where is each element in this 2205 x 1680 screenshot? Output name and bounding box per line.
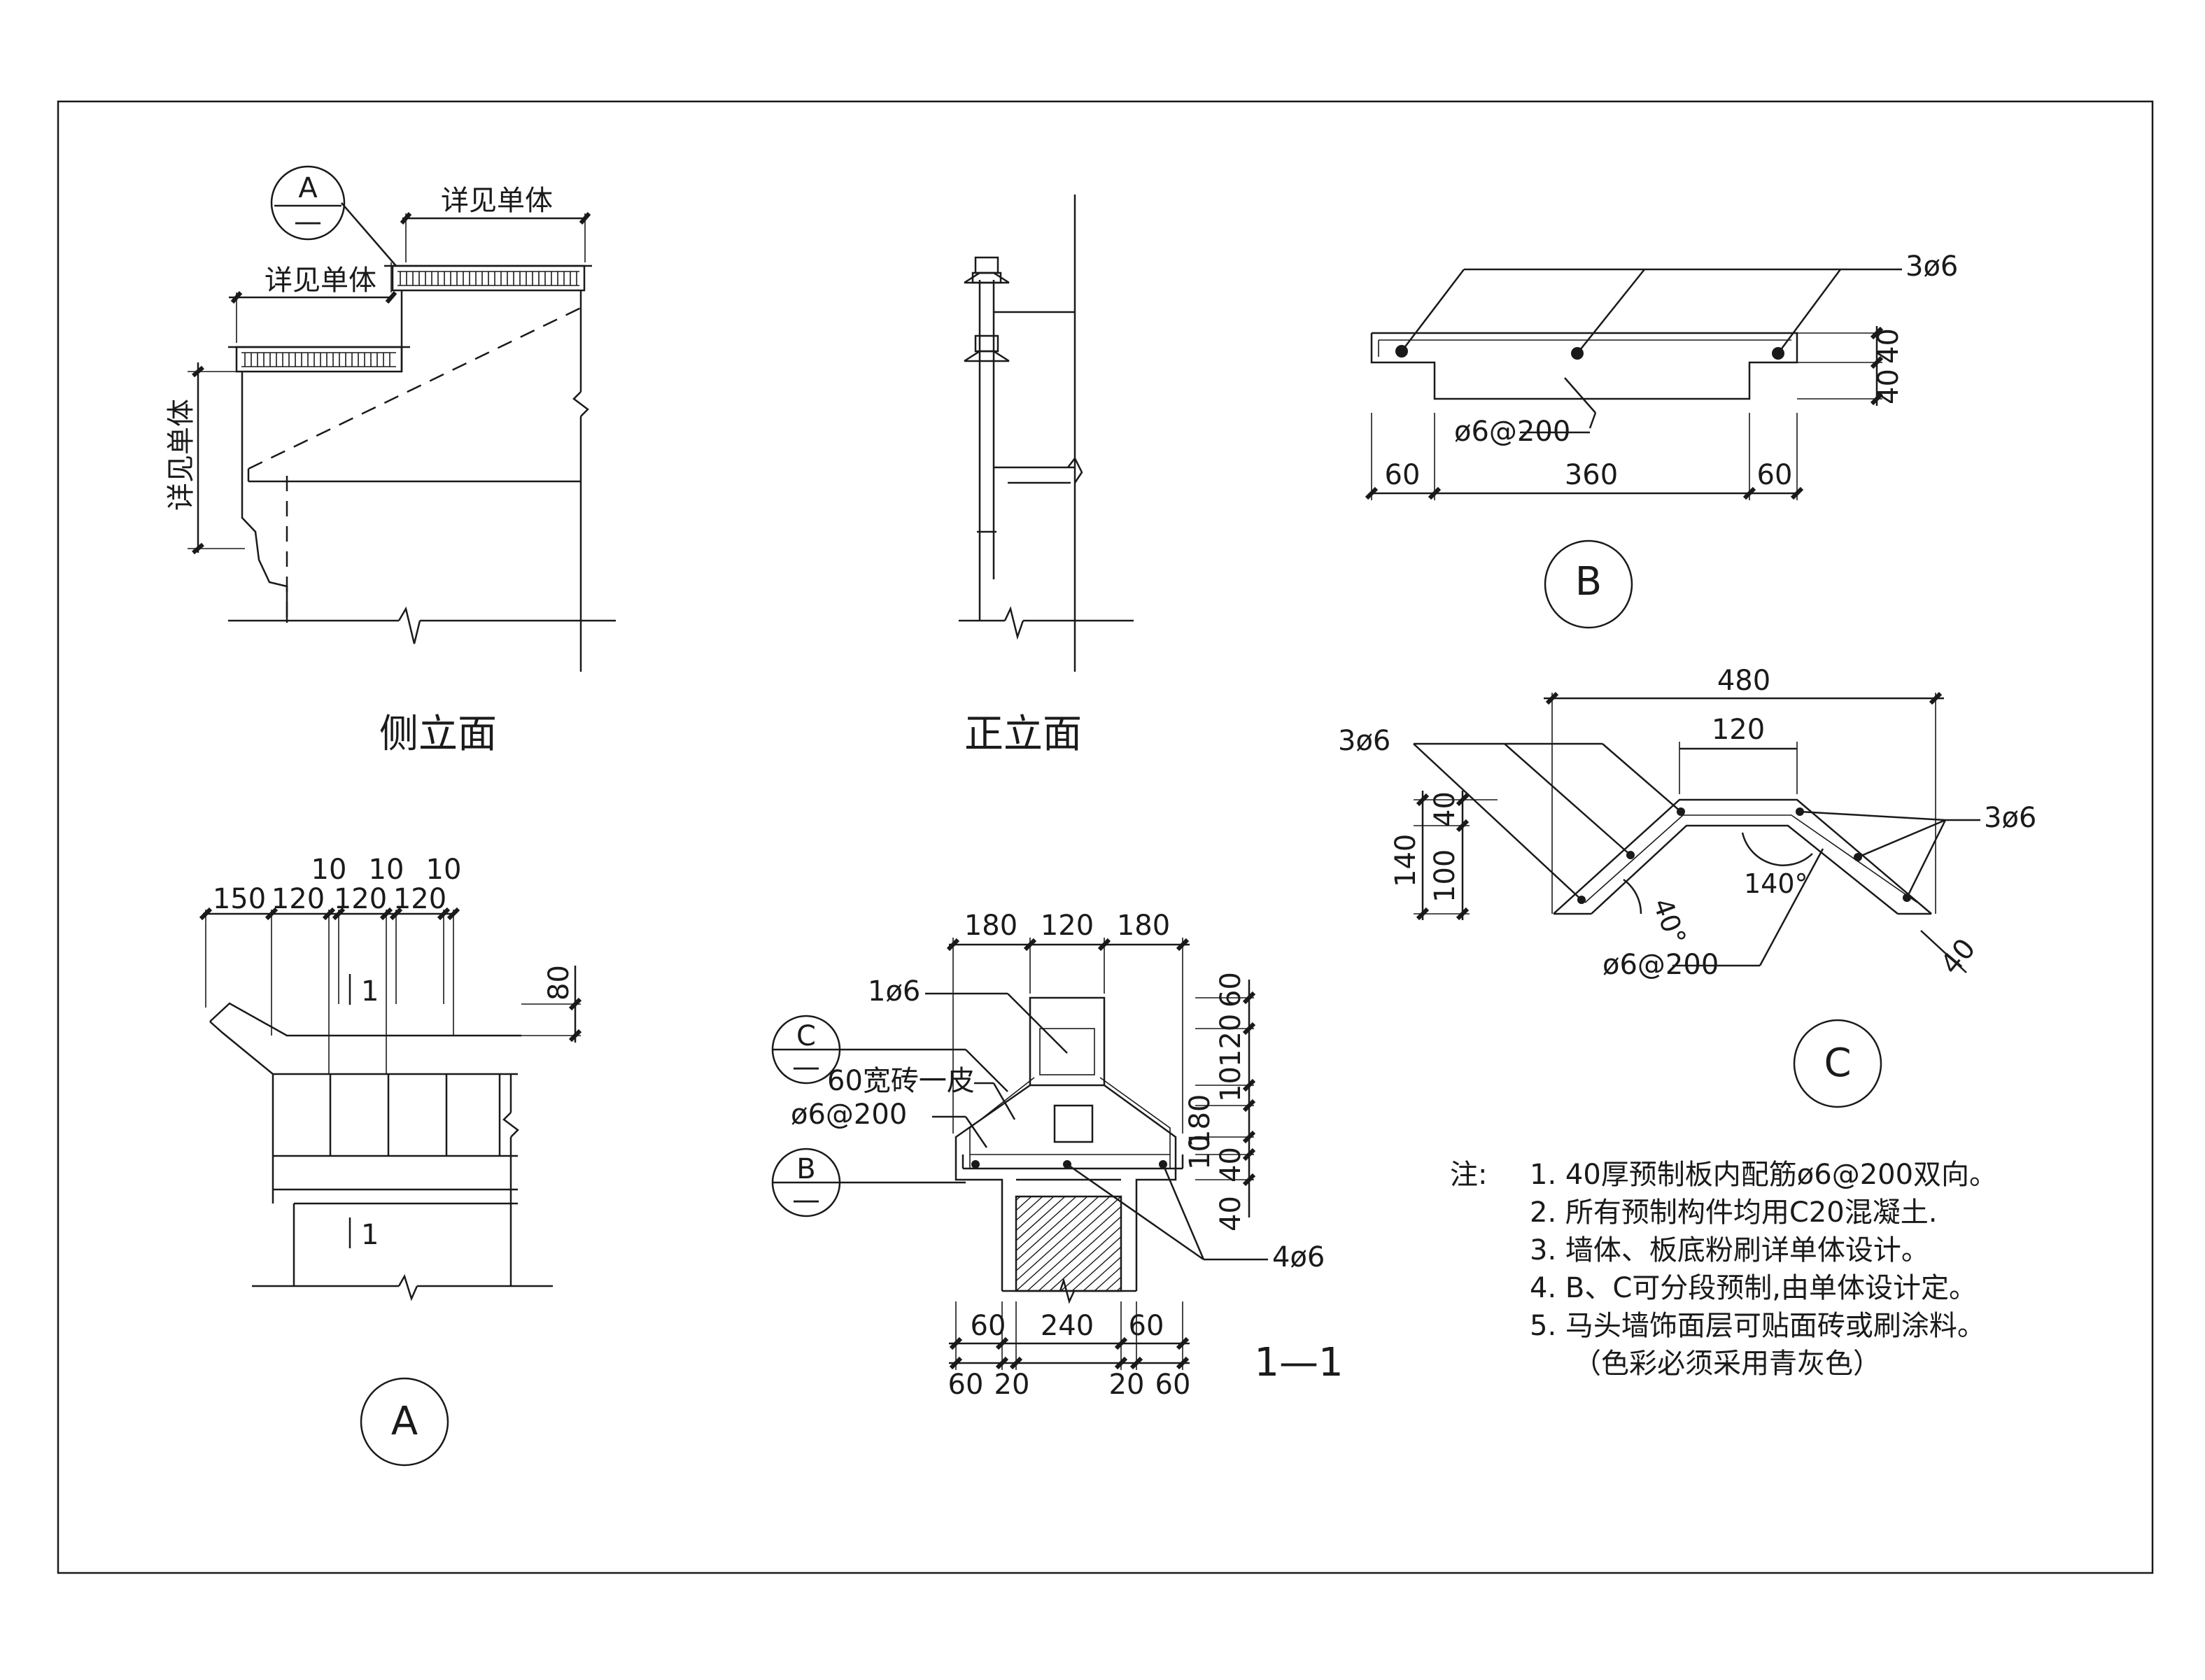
lower-cap-tiles — [244, 353, 390, 367]
s-dim-right-10-1: 10 — [1215, 1066, 1247, 1102]
note-2: 2. 所有预制构件均用C20混凝土. — [1530, 1197, 1937, 1229]
callout-a-letter: A — [298, 172, 318, 204]
notes-heading: 注: — [1450, 1159, 1487, 1191]
s-label-brick: 60宽砖一皮 — [827, 1065, 975, 1097]
s-dim-bot-60-2: 60 — [1129, 1310, 1164, 1342]
s-label-1phi6: 1ø6 — [868, 975, 920, 1008]
sheet-border — [57, 100, 2154, 1574]
upper-cap-tiles — [400, 271, 577, 285]
c-dim-left-40: 40 — [1429, 791, 1461, 827]
s-dim-low-60-2: 60 — [1155, 1369, 1191, 1401]
c-dim-top: 480 — [1717, 665, 1770, 697]
detail-c-label-circle — [1793, 1019, 1882, 1108]
s-callout-c-letter: C — [796, 1020, 816, 1052]
b-dim-right-1: 40 — [1873, 328, 1905, 364]
a-dim-120-2: 120 — [334, 883, 387, 915]
dim-lower-label: 详见单体 — [265, 264, 376, 297]
a-dim-10-1: 10 — [311, 854, 347, 886]
note-4: 4. B、C可分段预制,由单体设计定。 — [1530, 1272, 1977, 1304]
detail-a: 150 120 120 120 10 10 10 — [199, 854, 582, 1467]
c-rebar-right: 3ø6 — [1984, 802, 2036, 834]
s-dim-low-20-2: 20 — [1109, 1369, 1145, 1401]
note-1: 1. 40厚预制板内配筋ø6@200双向。 — [1530, 1159, 1997, 1191]
s-dim-right-40-2: 40 — [1215, 1196, 1247, 1231]
a-dim-120-1: 120 — [272, 883, 325, 915]
s-dim-right-40-1: 40 — [1215, 1147, 1247, 1183]
detail-b-label: B — [1575, 559, 1602, 605]
s-dim-top-120: 120 — [1041, 910, 1094, 942]
front-elevation-title: 正立面 — [964, 712, 1082, 757]
a-dim-150: 150 — [213, 883, 266, 915]
c-angle-1: 40° — [1647, 894, 1692, 949]
front-elevation: 正立面 — [959, 195, 1134, 757]
s-callout-c-sub: — — [792, 1051, 820, 1083]
s-dim-top-180-2: 180 — [1117, 910, 1170, 942]
note-3: 3. 墙体、板底粉刷详单体设计。 — [1530, 1234, 1929, 1266]
a-dim-120-3: 120 — [393, 883, 446, 915]
detail-b: 3ø6 ø6@200 60 360 60 40 40 B — [1365, 250, 1958, 629]
s-callout-b-letter: B — [796, 1153, 815, 1185]
s-dim-top-180-1: 180 — [964, 910, 1017, 942]
detail-b-label-circle — [1544, 539, 1633, 629]
section-1-1: 180 120 180 60 120 10 180 10 40 40 — [771, 910, 1344, 1401]
dim-vertical-label: 详见单体 — [165, 399, 197, 511]
c-dim-inner: 120 — [1712, 714, 1765, 746]
callout-a-sub: — — [294, 206, 322, 238]
b-dim-right-2: 40 — [1873, 369, 1905, 404]
callout-a-circle — [270, 165, 346, 241]
s-callout-b-sub: — — [792, 1184, 820, 1216]
detail-a-label-circle — [360, 1377, 449, 1467]
s-dim-low-60-1: 60 — [948, 1369, 984, 1401]
section-title: 1—1 — [1254, 1340, 1343, 1385]
note-5-cont: （色彩必须采用青灰色） — [1573, 1348, 1881, 1380]
a-section-mark-top: 1 — [361, 975, 379, 1008]
s-dim-right-120: 120 — [1215, 1014, 1247, 1067]
s-dim-bot-240: 240 — [1041, 1310, 1094, 1342]
note-5: 5. 马头墙饰面层可贴面砖或刷涂料。 — [1530, 1310, 1985, 1342]
c-rebar-left: 3ø6 — [1338, 725, 1390, 757]
s-dim-right-180: 180 — [1184, 1094, 1216, 1148]
s-dim-bot-60-1: 60 — [971, 1310, 1006, 1342]
b-dim-right: 60 — [1757, 459, 1793, 491]
s-label-4phi6: 4ø6 — [1272, 1241, 1325, 1273]
a-dim-80: 80 — [543, 965, 575, 1001]
side-elevation: 详见单体 详见单体 详见单体 A — 侧立面 — [165, 165, 616, 757]
notes: 注: 1. 40厚预制板内配筋ø6@200双向。 2. 所有预制构件均用C20混… — [1450, 1159, 1997, 1380]
c-dim-left-140: 140 — [1390, 834, 1422, 887]
c-rebar-dist: ø6@200 — [1602, 949, 1719, 981]
s-label-dist: ø6@200 — [791, 1099, 907, 1131]
a-dim-10-3: 10 — [426, 854, 462, 886]
detail-c: 3ø6 3ø6 ø6@200 40° 140° 480 120 — [1338, 665, 2036, 1108]
c-dim-thickness: 40 — [1934, 933, 1982, 981]
detail-c-label: C — [1824, 1040, 1851, 1086]
b-dim-middle: 360 — [1565, 459, 1618, 491]
b-dim-left: 60 — [1385, 459, 1421, 491]
a-section-mark-bottom: 1 — [361, 1219, 379, 1251]
b-rebar-top: 3ø6 — [1905, 250, 1958, 283]
s-dim-right-10-2: 10 — [1184, 1134, 1216, 1170]
c-dim-left-100: 100 — [1429, 849, 1461, 903]
c-angle-2: 140° — [1744, 868, 1808, 899]
s-dim-low-20-1: 20 — [994, 1369, 1030, 1401]
detail-a-label: A — [391, 1399, 418, 1444]
s-dim-right-60: 60 — [1215, 972, 1247, 1008]
dim-upper-label: 详见单体 — [441, 185, 553, 217]
a-dim-10-2: 10 — [369, 854, 404, 886]
side-elevation-title: 侧立面 — [379, 712, 497, 757]
